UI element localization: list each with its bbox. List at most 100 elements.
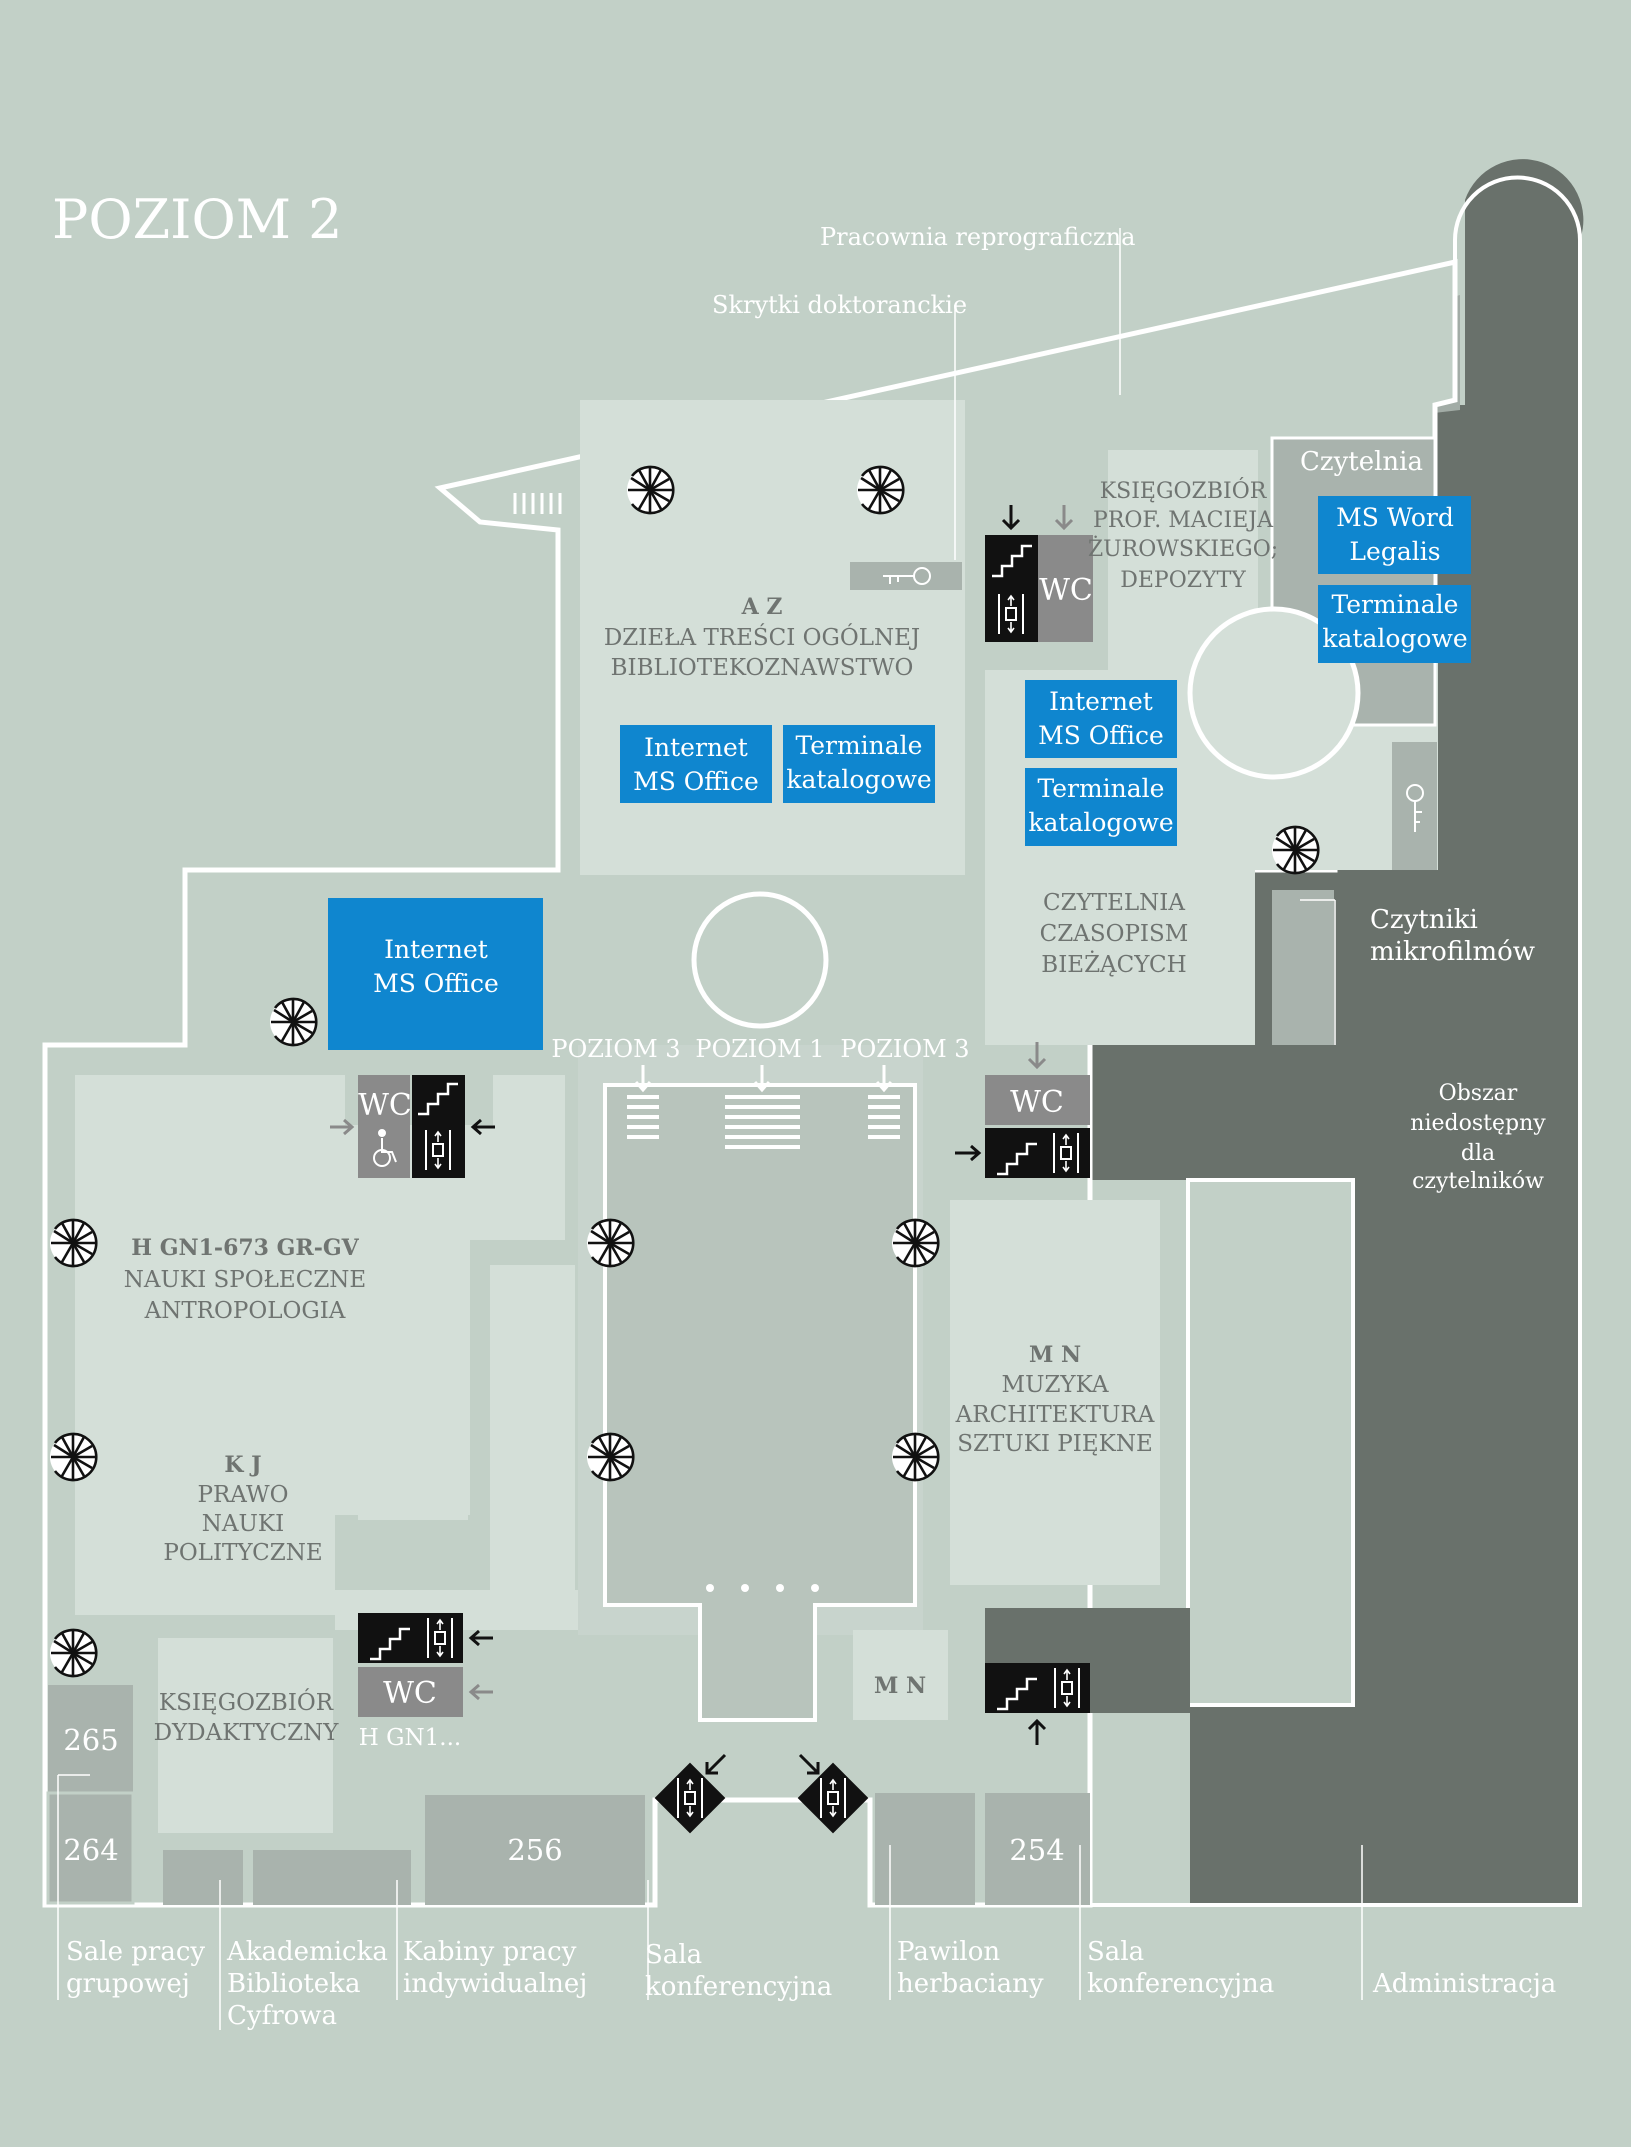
- arrow-right-icon: [955, 1144, 982, 1162]
- section-mn-line1: MUZYKA: [1002, 1372, 1109, 1398]
- label-czytniki-1: Czytniki: [1370, 905, 1478, 935]
- section-hgn-short: H GN1...: [359, 1725, 461, 1751]
- section-kj-code: K J: [224, 1452, 261, 1478]
- label-sale-2: grupowej: [66, 1969, 190, 1999]
- section-prof-line2: PROF. MACIEJA: [1093, 508, 1274, 533]
- spiral-stair-icon: [890, 1218, 940, 1268]
- room-shelves-east: [1186, 1178, 1355, 1707]
- label-salak-1: Sala: [645, 1940, 702, 1970]
- section-mn-small-code: M N: [874, 1673, 926, 1699]
- blue-czyt-internet-line1: Internet: [1049, 687, 1153, 716]
- restricted-area-connector: [1090, 1040, 1190, 1180]
- microfilm-readers: [1272, 890, 1334, 1045]
- blue-box-czytelnia-terminale: [1318, 585, 1471, 663]
- stairs-poziom3-right: [868, 1095, 900, 1139]
- rotunda-east: [1187, 606, 1361, 780]
- room-pawilon: [875, 1793, 975, 1905]
- spiral-stair-icon: [890, 1432, 940, 1482]
- room-number-254: 254: [1009, 1833, 1064, 1867]
- spiral-stair-icon: [48, 1628, 98, 1678]
- room-number-256: 256: [507, 1833, 562, 1867]
- arrow-left-icon: [470, 1118, 495, 1136]
- stairs-lift-unit: [985, 1663, 1090, 1713]
- blue-box-czyt-internet: [1025, 680, 1177, 758]
- wc-label: WC: [1010, 1085, 1064, 1120]
- section-kj-line1: PRAWO: [198, 1482, 289, 1508]
- arrow-left-icon: [468, 1683, 493, 1701]
- spiral-stair-icon: [268, 997, 318, 1047]
- label-salak-4: konferencyjna: [1087, 1969, 1274, 1999]
- label-poziom3-right: POZIOM 3: [840, 1035, 969, 1063]
- section-prof-line3: ŻUROWSKIEGO;: [1088, 535, 1278, 562]
- room-ksiegozbior-prof: [1108, 450, 1258, 630]
- wc-unit: [358, 1667, 463, 1717]
- room-number-264: 264: [63, 1833, 118, 1867]
- room-254: [985, 1793, 1090, 1905]
- blue-box-az-internet: [620, 725, 772, 803]
- arrow-right-icon: [330, 1118, 355, 1136]
- blue-az-terminale-line1: Terminale: [796, 731, 923, 760]
- wc-label: WC: [1039, 573, 1093, 608]
- building-outline-east: [1090, 175, 1582, 1907]
- label-salak-2: konferencyjna: [645, 1972, 832, 2002]
- section-az-line1: DZIEŁA TREŚCI OGÓLNEJ: [604, 624, 920, 651]
- spiral-stair-icon: [625, 465, 675, 515]
- room-256: [425, 1795, 645, 1905]
- section-az-line2: BIBLIOTEKOZNAWSTWO: [611, 655, 914, 681]
- label-kab-2: indywidualnej: [403, 1969, 587, 1999]
- spiral-stair-icon: [585, 1218, 635, 1268]
- section-mn-line2: ARCHITEKTURA: [955, 1402, 1155, 1428]
- key-icon: [1406, 784, 1424, 832]
- room-mn-small: [853, 1630, 948, 1720]
- label-administracja: Administracja: [1372, 1969, 1556, 1999]
- label-poziom1: POZIOM 1: [695, 1035, 824, 1063]
- blue-czytelnia-terminale-line1: Terminale: [1332, 590, 1459, 619]
- section-czasopisma-line1: CZYTELNIA: [1043, 890, 1185, 916]
- blue-msword-line1: MS Word: [1336, 503, 1454, 532]
- section-h-line2: ANTROPOLOGIA: [144, 1298, 346, 1324]
- blue-box-left-internet: [328, 898, 543, 1050]
- rotunda-central: [691, 891, 829, 1029]
- callout-lines: [57, 228, 1363, 2030]
- lift-diamond-icon: [654, 1762, 726, 1834]
- label-obszar-4: czytelników: [1412, 1169, 1544, 1194]
- label-skrytki: Skrytki doktoranckie: [712, 291, 967, 319]
- wc-label: WC: [383, 1676, 437, 1711]
- room-corridor-left: [358, 1240, 468, 1520]
- label-kab-1: Kabiny pracy: [403, 1937, 577, 1967]
- spiral-stair-icon: [1270, 825, 1320, 875]
- section-h-line1: NAUKI SPOŁECZNE: [124, 1267, 366, 1293]
- stairs-lift-unit: [358, 1613, 463, 1663]
- label-salak-3: Sala: [1087, 1937, 1144, 1967]
- blue-box-msword: [1318, 496, 1471, 574]
- section-prof-line4: DEPOZYTY: [1120, 568, 1246, 593]
- blue-czyt-terminale-line2: katalogowe: [1028, 808, 1173, 837]
- arrow-up-icon: [1027, 1718, 1047, 1745]
- spiral-stair-icon: [48, 1432, 98, 1482]
- blue-az-internet-line1: Internet: [644, 733, 748, 762]
- blue-czytelnia-terminale-line2: katalogowe: [1322, 624, 1467, 653]
- section-kj-line3: POLITYCZNE: [163, 1540, 322, 1566]
- section-dydaktyczny-line1: KSIĘGOZBIÓR: [159, 1689, 334, 1716]
- label-pawilon-1: Pawilon: [897, 1937, 1000, 1967]
- lift-diamond-icon: [797, 1762, 869, 1834]
- arrow-left-icon: [468, 1629, 493, 1647]
- atrium-dots: [706, 1584, 819, 1592]
- arrow-diag-icon: [798, 1753, 820, 1775]
- section-czasopisma-line3: BIEŻĄCYCH: [1041, 951, 1186, 978]
- wc-label: WC: [358, 1088, 412, 1123]
- label-pracownia: Pracownia reprograficzna: [820, 223, 1135, 251]
- ventilation-grille: [513, 493, 562, 514]
- blue-left-internet-line1: Internet: [384, 935, 488, 964]
- label-obszar-1: Obszar: [1439, 1081, 1518, 1106]
- label-czytniki-2: mikrofilmów: [1370, 937, 1535, 967]
- spiral-stair-icon: [585, 1432, 635, 1482]
- wc-unit: [358, 1075, 410, 1178]
- section-mn-line3: SZTUKI PIĘKNE: [957, 1431, 1153, 1457]
- stair-arrows: [634, 1065, 893, 1093]
- arrow-diag-icon: [705, 1753, 727, 1775]
- room-corridor-mid: [490, 1265, 575, 1615]
- label-pawilon-2: herbaciany: [897, 1969, 1044, 1999]
- room-dydaktyczny: [158, 1638, 333, 1833]
